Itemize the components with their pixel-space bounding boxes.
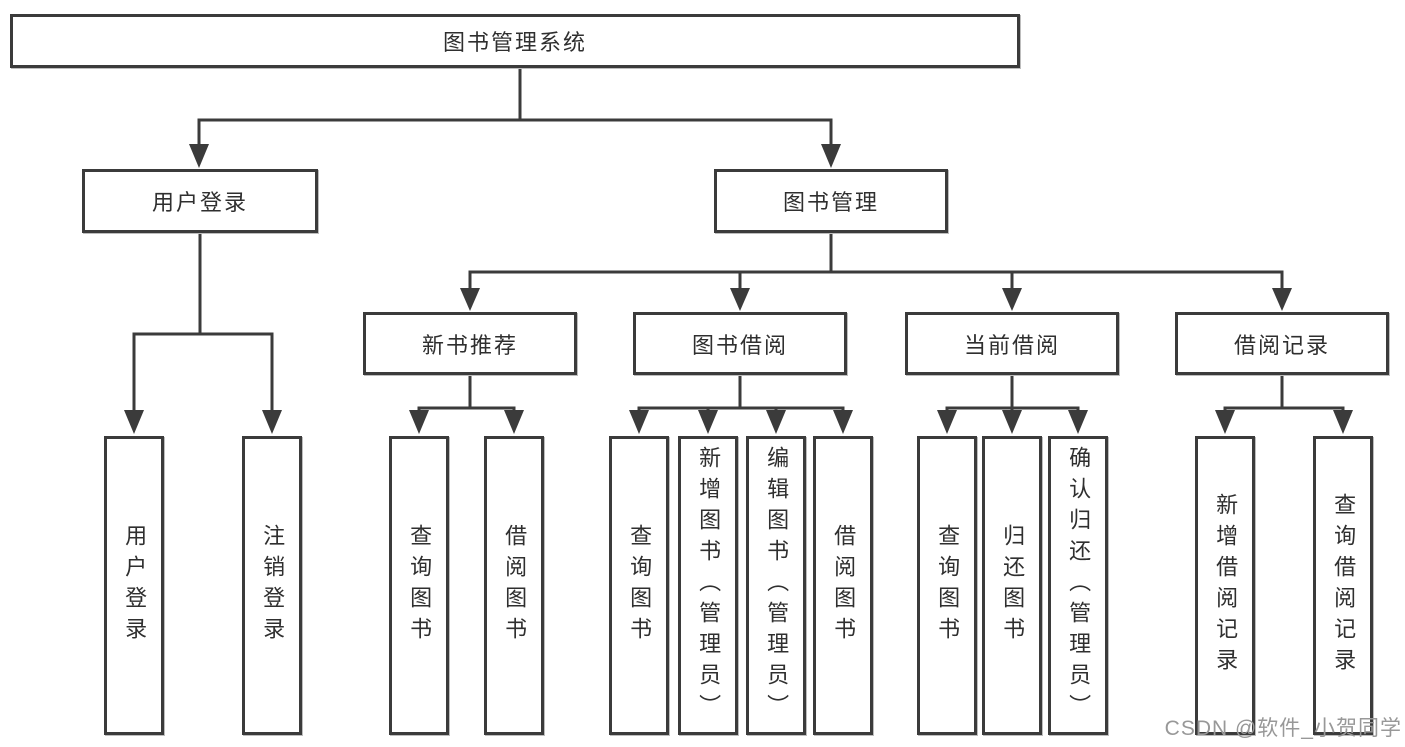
node-user-login: 用户登录 [82,169,318,233]
node-label: 用户登录 [122,523,148,648]
node-label: 查询图书 [407,523,433,648]
node-borrow-books-under-recommend: 借阅图书 [484,436,544,735]
node-label: 借阅图书 [502,523,528,648]
node-label: 归还图书 [1000,523,1026,648]
node-label: 查询图书 [627,523,653,648]
node-label: 新书推荐 [421,332,518,358]
node-label: 确认归还（管理员） [1066,446,1092,725]
node-edit-books-admin: 编辑图书（管理员） [746,436,806,735]
node-label: 新增借阅记录 [1213,492,1239,679]
node-label: 图书管理 [782,190,879,215]
node-book-management: 图书管理 [714,169,948,233]
node-query-books-under-current: 查询图书 [917,436,977,735]
node-borrow-records: 借阅记录 [1175,312,1389,375]
node-label: 查询借阅记录 [1331,492,1357,679]
node-label: 当前借阅 [963,332,1060,358]
node-label: 注销登录 [260,523,286,648]
node-label: 编辑图书（管理员） [764,446,790,725]
node-add-borrow-record: 新增借阅记录 [1195,436,1255,735]
node-return-books: 归还图书 [982,436,1042,735]
node-book-borrow: 图书借阅 [633,312,847,375]
node-query-borrow-record: 查询借阅记录 [1313,436,1373,735]
node-label: 借阅图书 [831,523,857,648]
node-label: 查询图书 [935,523,961,648]
node-user-login-action: 用户登录 [104,436,164,735]
node-label: 借阅记录 [1233,332,1330,358]
node-label: 用户登录 [151,190,248,215]
node-query-books-under-borrow: 查询图书 [609,436,669,735]
node-label: 新增图书（管理员） [696,446,722,725]
node-label: 图书借阅 [691,332,788,358]
node-new-book-recommend: 新书推荐 [363,312,577,375]
csdn-watermark: CSDN @软件_小贺同学 [1164,717,1402,740]
node-borrow-books-under-borrow: 借阅图书 [813,436,873,735]
node-confirm-return-admin: 确认归还（管理员） [1048,436,1108,735]
node-logout-action: 注销登录 [242,436,302,735]
node-current-borrow: 当前借阅 [905,312,1119,375]
node-add-books-admin: 新增图书（管理员） [678,436,738,735]
node-library-management-system: 图书管理系统 [10,14,1020,68]
node-query-books-under-recommend: 查询图书 [389,436,449,735]
node-label: 图书管理系统 [442,30,587,55]
